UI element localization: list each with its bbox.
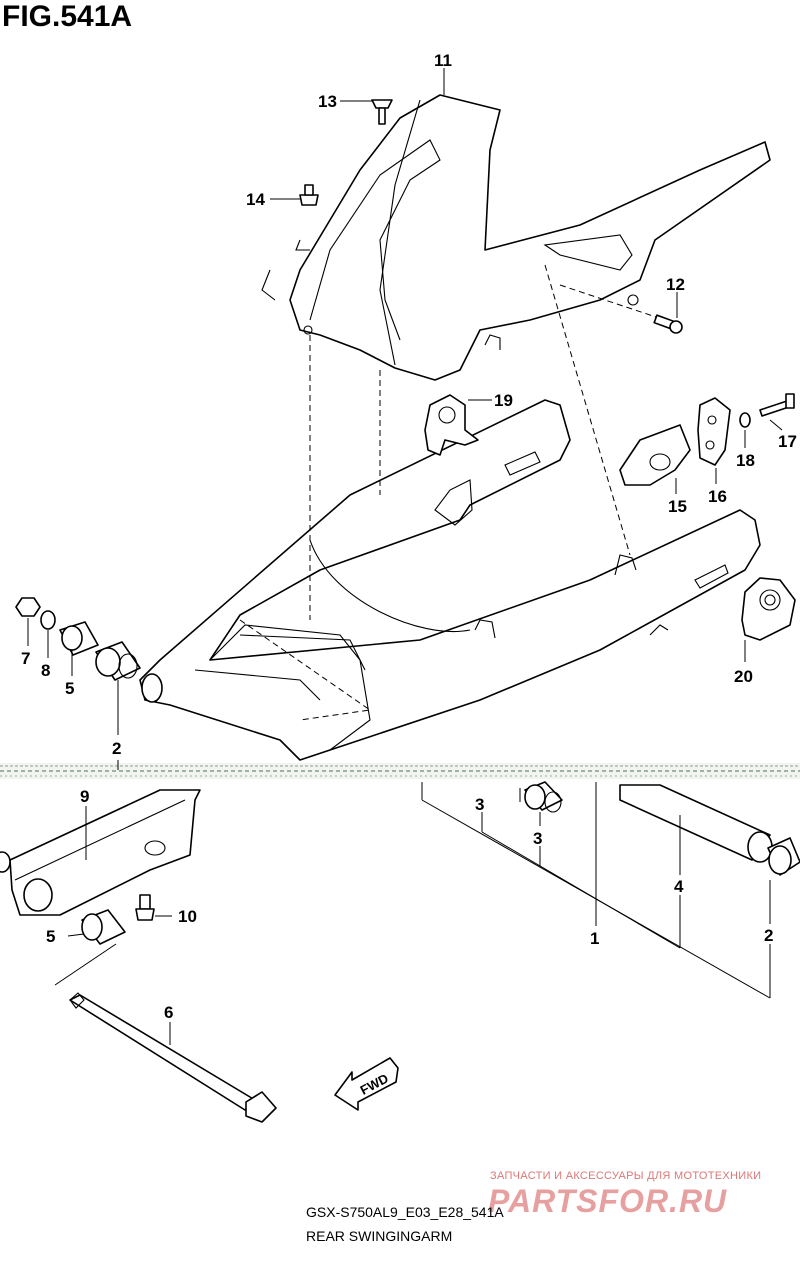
chain-buffer-9 — [0, 789, 201, 916]
callout-2-lower: 2 — [764, 926, 773, 945]
callout-16: 16 — [708, 487, 727, 506]
spacer-5-upper — [59, 621, 99, 656]
callout-6: 6 — [164, 1003, 173, 1022]
callout-2-upper: 2 — [112, 739, 121, 758]
callout-12: 12 — [666, 275, 685, 294]
callout-5-lower: 5 — [46, 927, 55, 946]
callout-4: 4 — [674, 877, 684, 896]
bracket-20 — [741, 577, 796, 641]
bolt-10 — [135, 894, 155, 921]
bracket-19 — [424, 394, 479, 456]
washer-8 — [40, 610, 56, 630]
callout-17: 17 — [778, 432, 797, 451]
chain-guide-15 — [619, 424, 691, 486]
spacer-4 — [619, 784, 773, 863]
bolt-17 — [759, 393, 795, 417]
spacer-5-lower — [81, 909, 126, 945]
chain-case — [261, 94, 771, 381]
watermark-tagline: ЗАПЧАСТИ И АКСЕССУАРЫ ДЛЯ МОТОТЕХНИКИ — [490, 1170, 762, 1182]
screw-13 — [371, 99, 393, 125]
bearing-3 — [524, 781, 563, 813]
nut-7 — [15, 597, 41, 617]
callout-7: 7 — [21, 649, 30, 668]
watermark-logo: PARTSFOR.RU — [488, 1183, 728, 1219]
bearing-2-lower — [767, 837, 800, 876]
callout-10: 10 — [178, 907, 197, 926]
clip-14 — [299, 184, 319, 206]
pivot-shaft-6 — [69, 992, 277, 1123]
callouts: 11 13 14 12 19 17 18 16 15 20 7 8 5 2 9 … — [21, 51, 797, 1022]
callout-11: 11 — [434, 51, 452, 70]
callout-8: 8 — [41, 661, 50, 680]
leader-lines — [27, 68, 783, 1045]
model-code: GSX-S750AL9_E03_E28_541A — [306, 1204, 504, 1220]
callout-20: 20 — [734, 667, 753, 686]
callout-3-lower: 3 — [533, 829, 542, 848]
washer-18 — [739, 412, 751, 428]
callout-19: 19 — [494, 391, 513, 410]
guide-lines — [239, 264, 666, 721]
guide-bracket-16 — [697, 397, 731, 466]
callout-9: 9 — [80, 787, 89, 806]
forward-arrow-icon: FWD — [334, 1057, 399, 1111]
callout-3-upper: 3 — [475, 795, 484, 814]
callout-13: 13 — [318, 92, 337, 111]
bolt-12 — [653, 314, 683, 334]
figure-caption: REAR SWINGINGARM — [306, 1228, 453, 1244]
figure-title: FIG.541A — [2, 0, 133, 33]
callout-14: 14 — [246, 190, 265, 209]
callout-1: 1 — [590, 929, 599, 948]
bearing-2-upper — [95, 641, 141, 681]
swingarm — [139, 399, 761, 761]
callout-18: 18 — [736, 451, 755, 470]
callout-5-upper: 5 — [65, 679, 74, 698]
callout-15: 15 — [668, 497, 687, 516]
